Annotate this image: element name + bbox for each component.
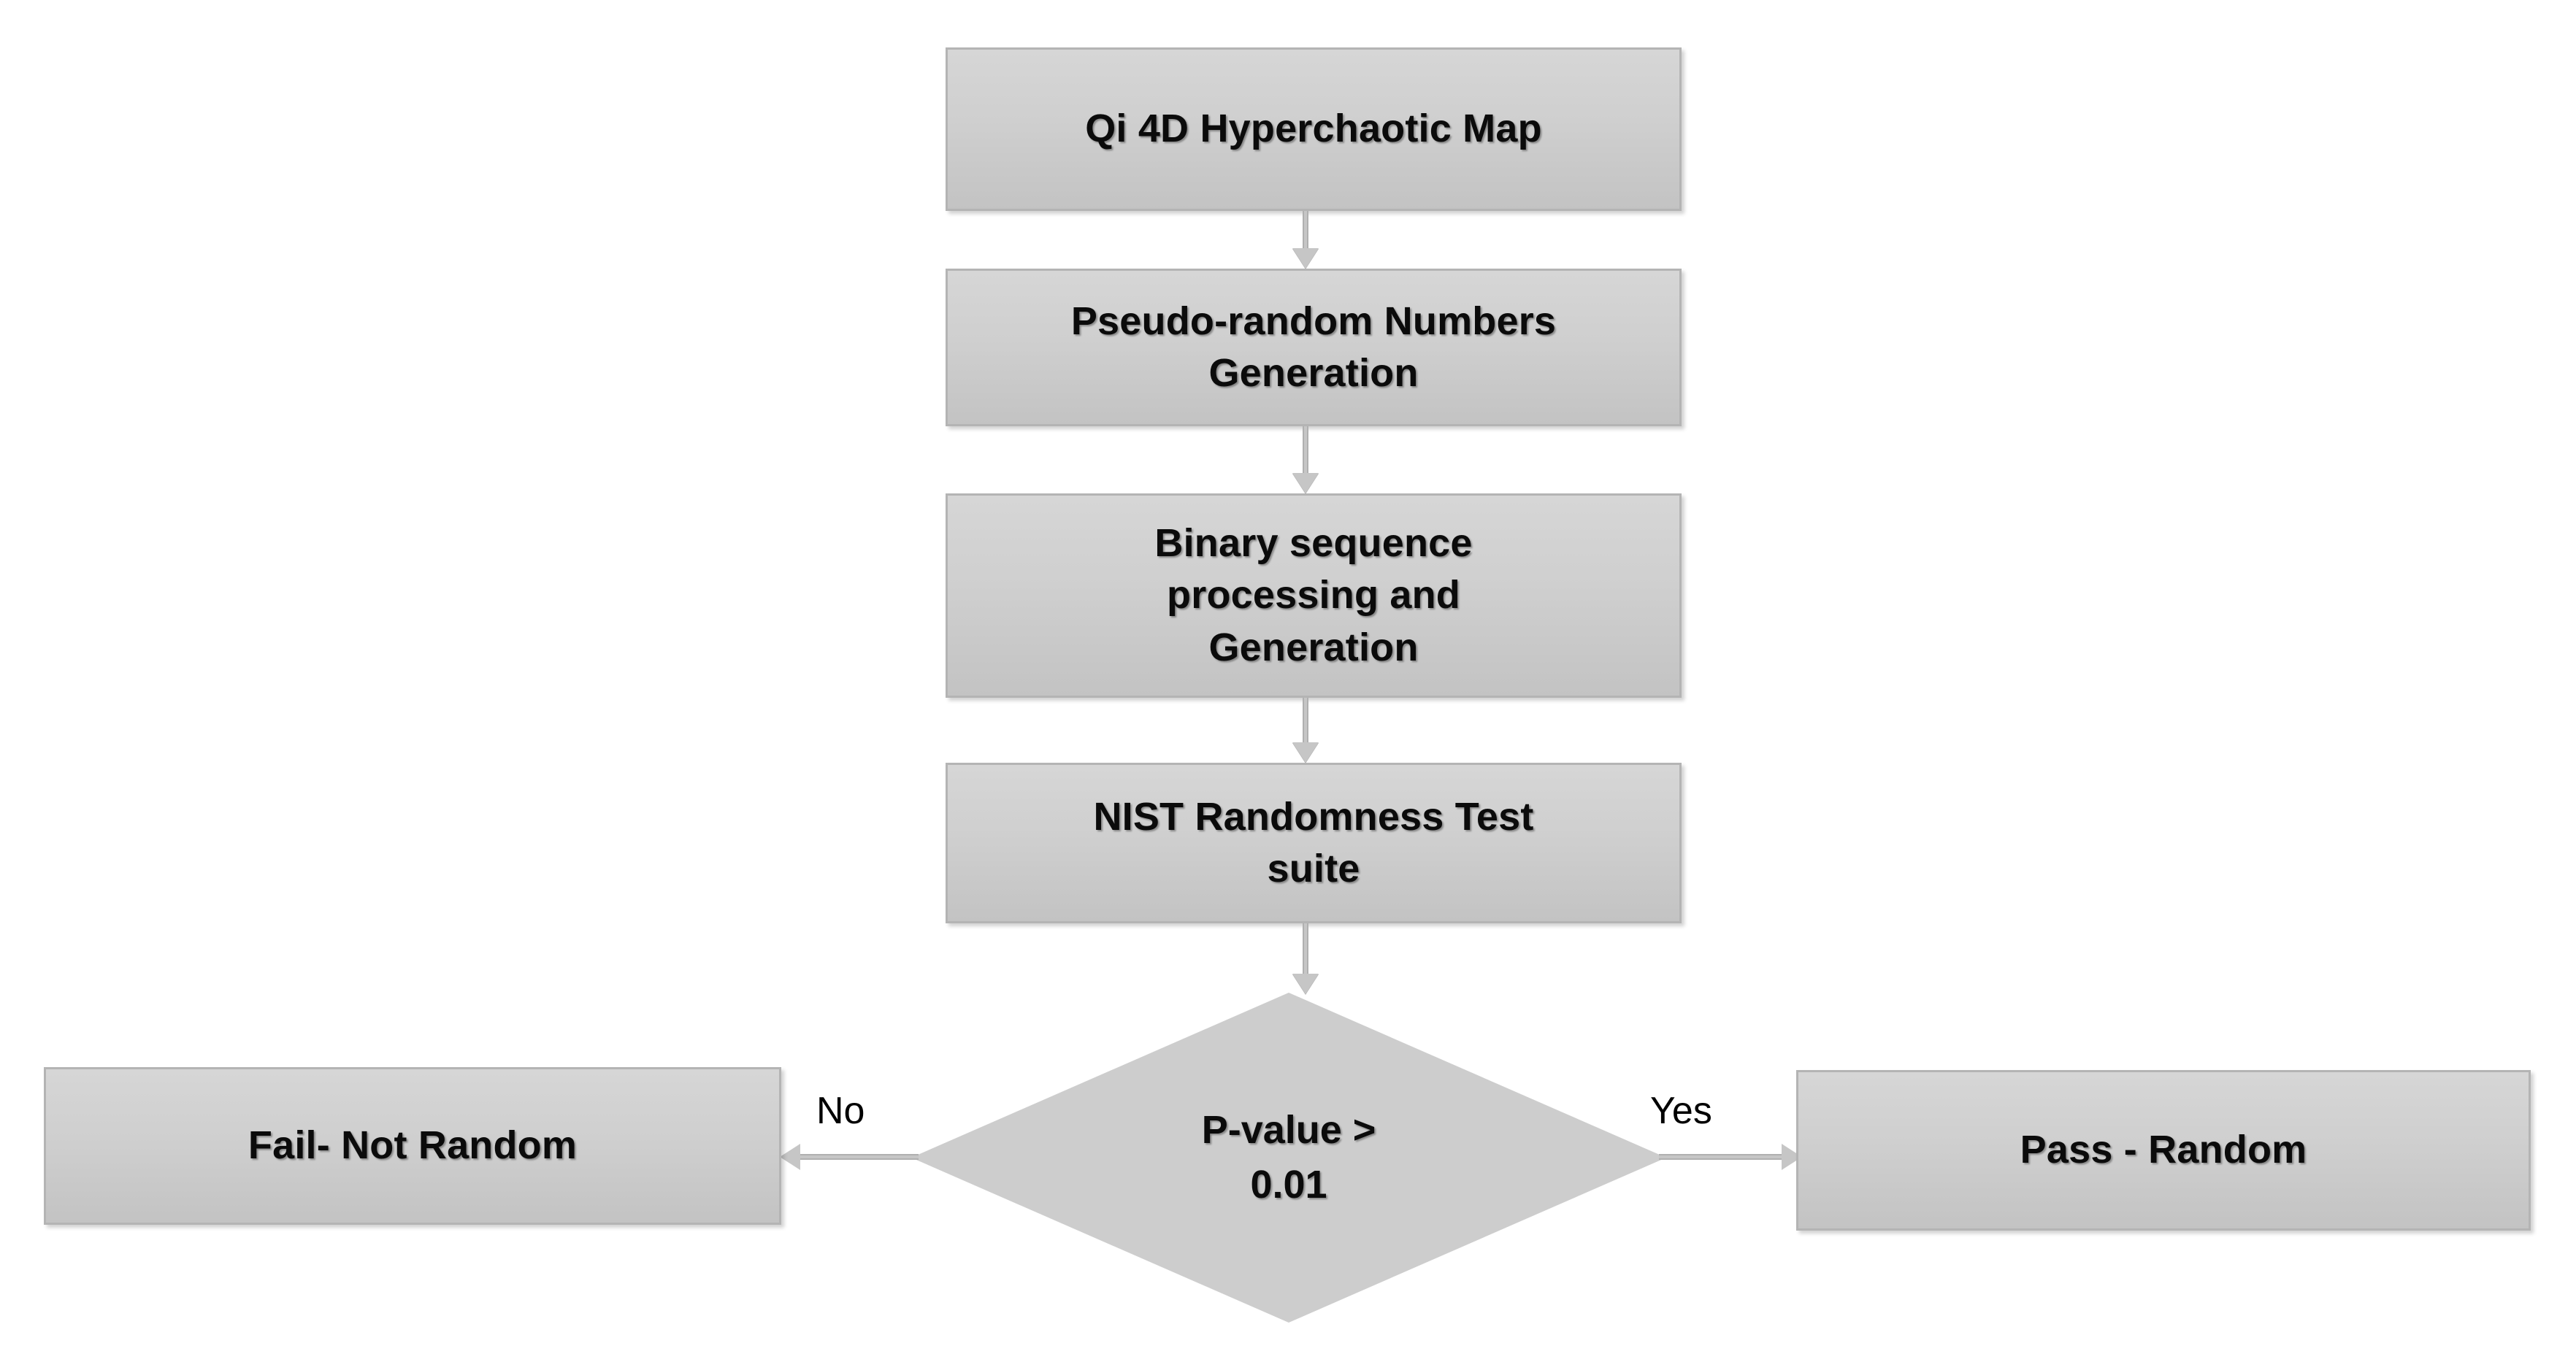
node-decision-p-value[interactable]: P-value > 0.01 [911, 993, 1666, 1323]
node-label: Binary sequence processing and Generatio… [1154, 521, 1473, 669]
connector-shaft [799, 1154, 919, 1160]
node-label: Pseudo-random Numbers Generation [1070, 299, 1557, 395]
arrowhead-down-icon [1292, 742, 1319, 763]
connector-shaft [1303, 923, 1308, 975]
arrowhead-down-icon [1292, 974, 1319, 994]
connector-shaft [1303, 698, 1308, 744]
connector-nist-to-decision [1292, 923, 1319, 994]
connector-binary-to-nist [1292, 698, 1319, 763]
connector-shaft [1659, 1154, 1783, 1160]
connector-decision-to-fail [780, 1144, 919, 1170]
connector-shaft [1303, 426, 1308, 474]
node-label: P-value > 0.01 [1201, 1108, 1376, 1207]
edge-label-yes: Yes [1650, 1090, 1712, 1132]
connector-prng-to-binary [1292, 426, 1319, 493]
connector-map-to-prng [1292, 211, 1319, 269]
node-label: Fail- Not Random [248, 1123, 578, 1168]
connector-shaft [1303, 211, 1308, 250]
node-label: NIST Randomness Test suite [1093, 794, 1534, 890]
node-binary-sequence-processing[interactable]: Binary sequence processing and Generatio… [946, 493, 1682, 698]
node-pseudo-random-numbers-generation[interactable]: Pseudo-random Numbers Generation [946, 269, 1682, 426]
node-nist-randomness-test-suite[interactable]: NIST Randomness Test suite [946, 763, 1682, 923]
connector-decision-to-pass [1659, 1144, 1802, 1170]
edge-label-no: No [816, 1090, 865, 1132]
node-fail-not-random[interactable]: Fail- Not Random [44, 1067, 781, 1225]
arrowhead-down-icon [1292, 473, 1319, 493]
node-label: Qi 4D Hyperchaotic Map [1085, 107, 1542, 151]
node-pass-random[interactable]: Pass - Random [1796, 1070, 2531, 1231]
arrowhead-left-icon [780, 1144, 800, 1170]
node-qi-4d-hyperchaotic-map[interactable]: Qi 4D Hyperchaotic Map [946, 47, 1682, 211]
arrowhead-down-icon [1292, 248, 1319, 269]
node-label: Pass - Random [2020, 1128, 2307, 1172]
